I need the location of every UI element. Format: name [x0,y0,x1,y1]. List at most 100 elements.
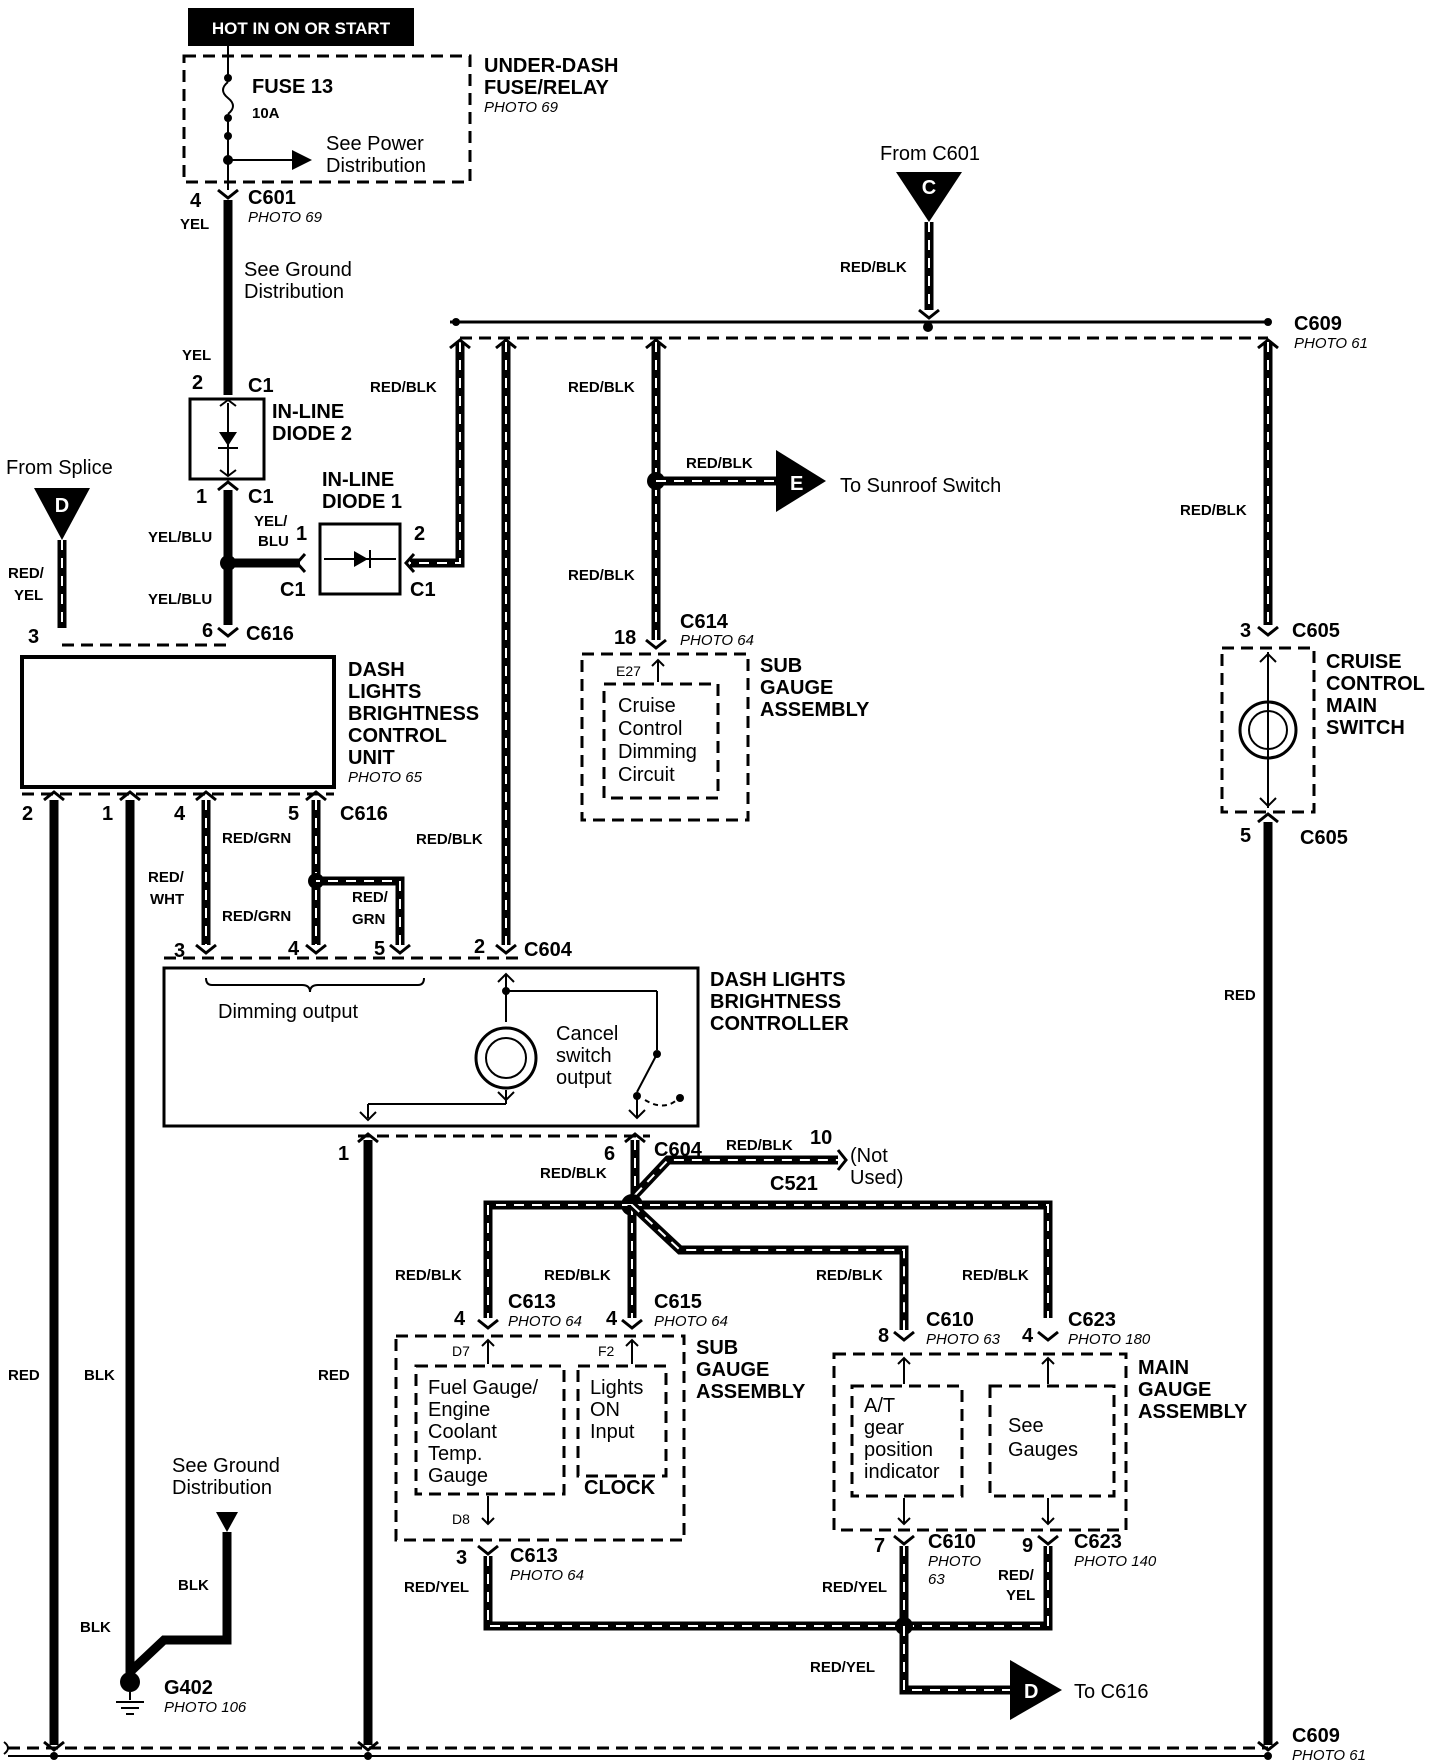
at-1: A/T [864,1395,895,1417]
cruise-3: Dimming [618,741,697,763]
fuse-rating: 10A [252,105,280,122]
controller-t1: DASH LIGHTS [710,969,846,991]
from-c601-wire: RED/BLK [840,259,907,276]
at-gear-indicator-box [850,1384,964,1498]
ctrl-pin-2: 2 [474,936,485,958]
fuel-5: Gauge [428,1465,488,1487]
fuel-4: Temp. [428,1443,482,1465]
see-power-1: See Power [326,133,424,155]
sub-gauge-top-t3: ASSEMBLY [760,699,870,721]
c609-bot-name: C609 [1292,1725,1340,1747]
diode2-title-2: DIODE 2 [272,423,352,445]
dlbcu-photo: PHOTO 65 [348,769,423,786]
c615-photo: PHOTO 64 [654,1313,728,1330]
c613-top-pin: 4 [454,1308,466,1330]
lights-2: ON [590,1399,620,1421]
sunroof-wire-top: RED/BLK [568,379,635,396]
splice-d-wire-1: RED/ [8,565,45,582]
ctrl-pin-3: 3 [174,940,185,962]
c613-bot-name: C613 [510,1545,558,1567]
branch-wire-c: RED/BLK [816,1267,883,1284]
to-c616-text: To C616 [1074,1681,1149,1703]
c605-name-top: C605 [1292,620,1340,642]
ctrl-pin-4: 4 [288,938,300,960]
cruise-1: Cruise [618,695,676,717]
fuse-13 [222,46,312,190]
main-gauge-t3: ASSEMBLY [1138,1401,1248,1423]
yel-blu-lower: YEL/BLU [148,591,212,608]
branch-wire-d: RED/BLK [962,1267,1029,1284]
c614-terminal: E27 [616,663,641,679]
c610-top-name: C610 [926,1309,974,1331]
not-used-1: (Not [850,1145,888,1167]
c613-bot-wire: RED/YEL [404,1579,469,1596]
sub-gauge-bot-t3: ASSEMBLY [696,1381,806,1403]
see-ground-top-2: Distribution [244,281,344,303]
dimming-output: Dimming output [218,1001,359,1023]
fuel-1: Fuel Gauge/ [428,1377,539,1399]
cruise-dimming-circuit [602,682,720,800]
fuel-3: Coolant [428,1421,497,1443]
c616-top-pin-right: 6 [202,620,213,642]
c616-pin-1: 1 [102,803,113,825]
diode2-pin-top: 2 [192,372,203,394]
fuel-gauge-box [414,1364,566,1496]
c610-bot-wire: RED/YEL [822,1579,887,1596]
c604-pin-10: 10 [810,1127,832,1149]
ground-icon [116,1692,144,1715]
c609-top-name: C609 [1294,313,1342,335]
g402-name: G402 [164,1677,213,1699]
c616-top-pin-left: 3 [28,626,39,648]
see-ground-top-1: See Ground [244,259,352,281]
diode2-conn-bot: C1 [248,486,274,508]
c613-top-photo: PHOTO 64 [508,1313,582,1330]
fuse-13-label: FUSE 13 [252,76,333,98]
from-c601-triangle [896,172,962,222]
dlbcu-title-3: BRIGHTNESS [348,703,479,725]
controller-t2: BRIGHTNESS [710,991,841,1013]
in-line-diode-1 [318,522,402,596]
ctrl-pin-5: 5 [374,938,385,960]
see-gauges-box [988,1384,1116,1498]
red-wht-1: RED/ [148,869,185,886]
c610-top-photo: PHOTO 63 [926,1331,1001,1348]
left-red-1: RED [8,1367,40,1384]
cruise-2: Control [618,718,682,740]
c623-bot-w1: RED/ [998,1567,1035,1584]
diode1-conn-right: C1 [410,579,436,601]
c610-bot-photo-1: PHOTO [928,1553,981,1570]
branch-wire-b: RED/BLK [544,1267,611,1284]
diode1-title-2: DIODE 1 [322,491,402,513]
controller-t3: CONTROLLER [710,1013,849,1035]
ground-blk-b: BLK [80,1619,111,1636]
blk-ground-wire [126,1532,232,1676]
c604-wire-6: RED/BLK [540,1165,607,1182]
c623-bot-photo: PHOTO 140 [1074,1553,1157,1570]
red-blk-mid: RED/BLK [416,831,483,848]
main-gauge-assembly [832,1352,1128,1532]
c623-top-pin: 4 [1022,1325,1034,1347]
fuse-box-title-1: UNDER-DASH [484,55,618,77]
hot-in-on-label-box [188,8,414,46]
sub-gauge-bot-t2: GAUGE [696,1359,769,1381]
cruise-t3: MAIN [1326,695,1377,717]
in-line-diode-2 [188,397,266,481]
at-2: gear [864,1417,904,1439]
fuse-box-title-2: FUSE/RELAY [484,77,610,99]
lights-on-input-box [576,1364,668,1478]
diode1-wire-in-2: BLU [258,533,289,550]
diode2-pin-bot: 1 [196,486,207,508]
see-gauges-1: See [1008,1415,1044,1437]
see-gauges-2: Gauges [1008,1439,1078,1461]
cruise-4: Circuit [618,764,675,786]
splice-d-triangle [34,488,90,540]
main-gauge-t2: GAUGE [1138,1379,1211,1401]
at-3: position [864,1439,933,1461]
right-branch-wire: RED/BLK [1180,502,1247,519]
c614-name: C614 [680,611,729,633]
under-dash-fuse-relay-box [182,54,472,184]
yel-blu-upper: YEL/BLU [148,529,212,546]
c605-pin-bot: 5 [1240,825,1251,847]
c610-bot-pin: 7 [874,1535,885,1557]
